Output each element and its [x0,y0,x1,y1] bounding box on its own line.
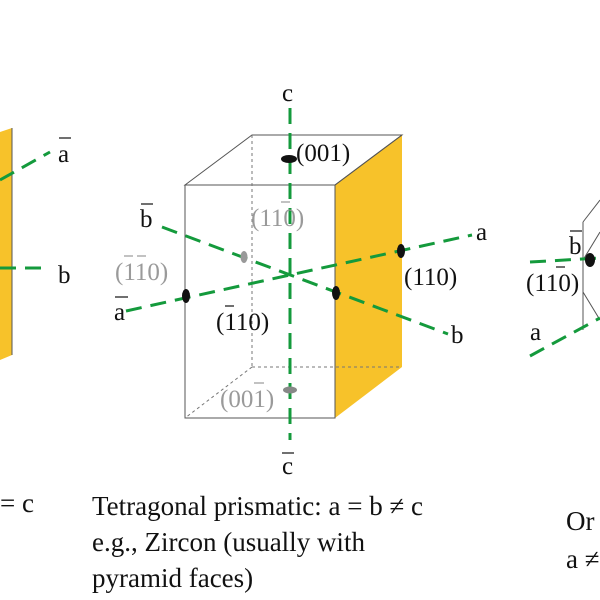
face-label-00-1: (001) [220,386,274,413]
front-right-top-edge [334,134,403,186]
pole-00-1 [283,386,297,394]
right-crystal: b (110) a Or a ≠ [526,199,600,574]
pole--1-10 [182,289,190,303]
pole-110 [397,244,405,258]
caption-line-2: e.g., Zircon (usually with [92,527,365,557]
hidden-left-bottom-edge [184,366,253,419]
c-axis-label: c [282,80,293,107]
face-label-110: (110) [404,264,457,291]
center-crystal: c c a a b b (001) (110) (110) (110) (110… [92,80,487,593]
c-bar-axis-label: c [282,453,293,480]
right-face-label-1-10: (110) [526,270,579,297]
right-edge-mid [582,231,600,261]
caption-line-3: pyramid faces) [92,563,253,593]
face-label--110: (110) [216,309,269,336]
b-bar-axis-label: b [140,206,153,233]
right-pole [585,253,595,267]
pole--110 [332,286,340,300]
a-bar-axis-label: a [114,299,125,326]
left-caption-fragment: = c [0,488,34,518]
right-axis-a [529,316,600,358]
right-caption-line-1: Or [566,506,595,536]
face-label-001: (001) [296,140,350,167]
prism-face-110 [335,135,402,418]
b-axis [161,225,449,336]
a-axis-label: a [476,219,487,246]
pole-001 [281,155,297,163]
left-shaded-face [0,128,12,360]
right-caption-line-2: a ≠ [566,544,600,574]
caption-line-1: Tetragonal prismatic: a = b ≠ c [92,491,423,521]
left-axis-b-label: b [58,262,71,289]
face-label-1-10: (110) [251,205,304,232]
right-axis-b-bar-label: b [569,233,582,260]
right-edge-lower [582,291,600,321]
face-label--1-10: (110) [115,259,168,286]
pole-1-10 [240,251,248,263]
left-axis-a [0,150,51,182]
b-axis-label: b [451,322,464,349]
left-axis-a-label: a [58,141,69,168]
right-edge-top [582,199,600,223]
right-axis-a-label: a [530,319,541,346]
left-crystal: a b = c [0,128,71,518]
